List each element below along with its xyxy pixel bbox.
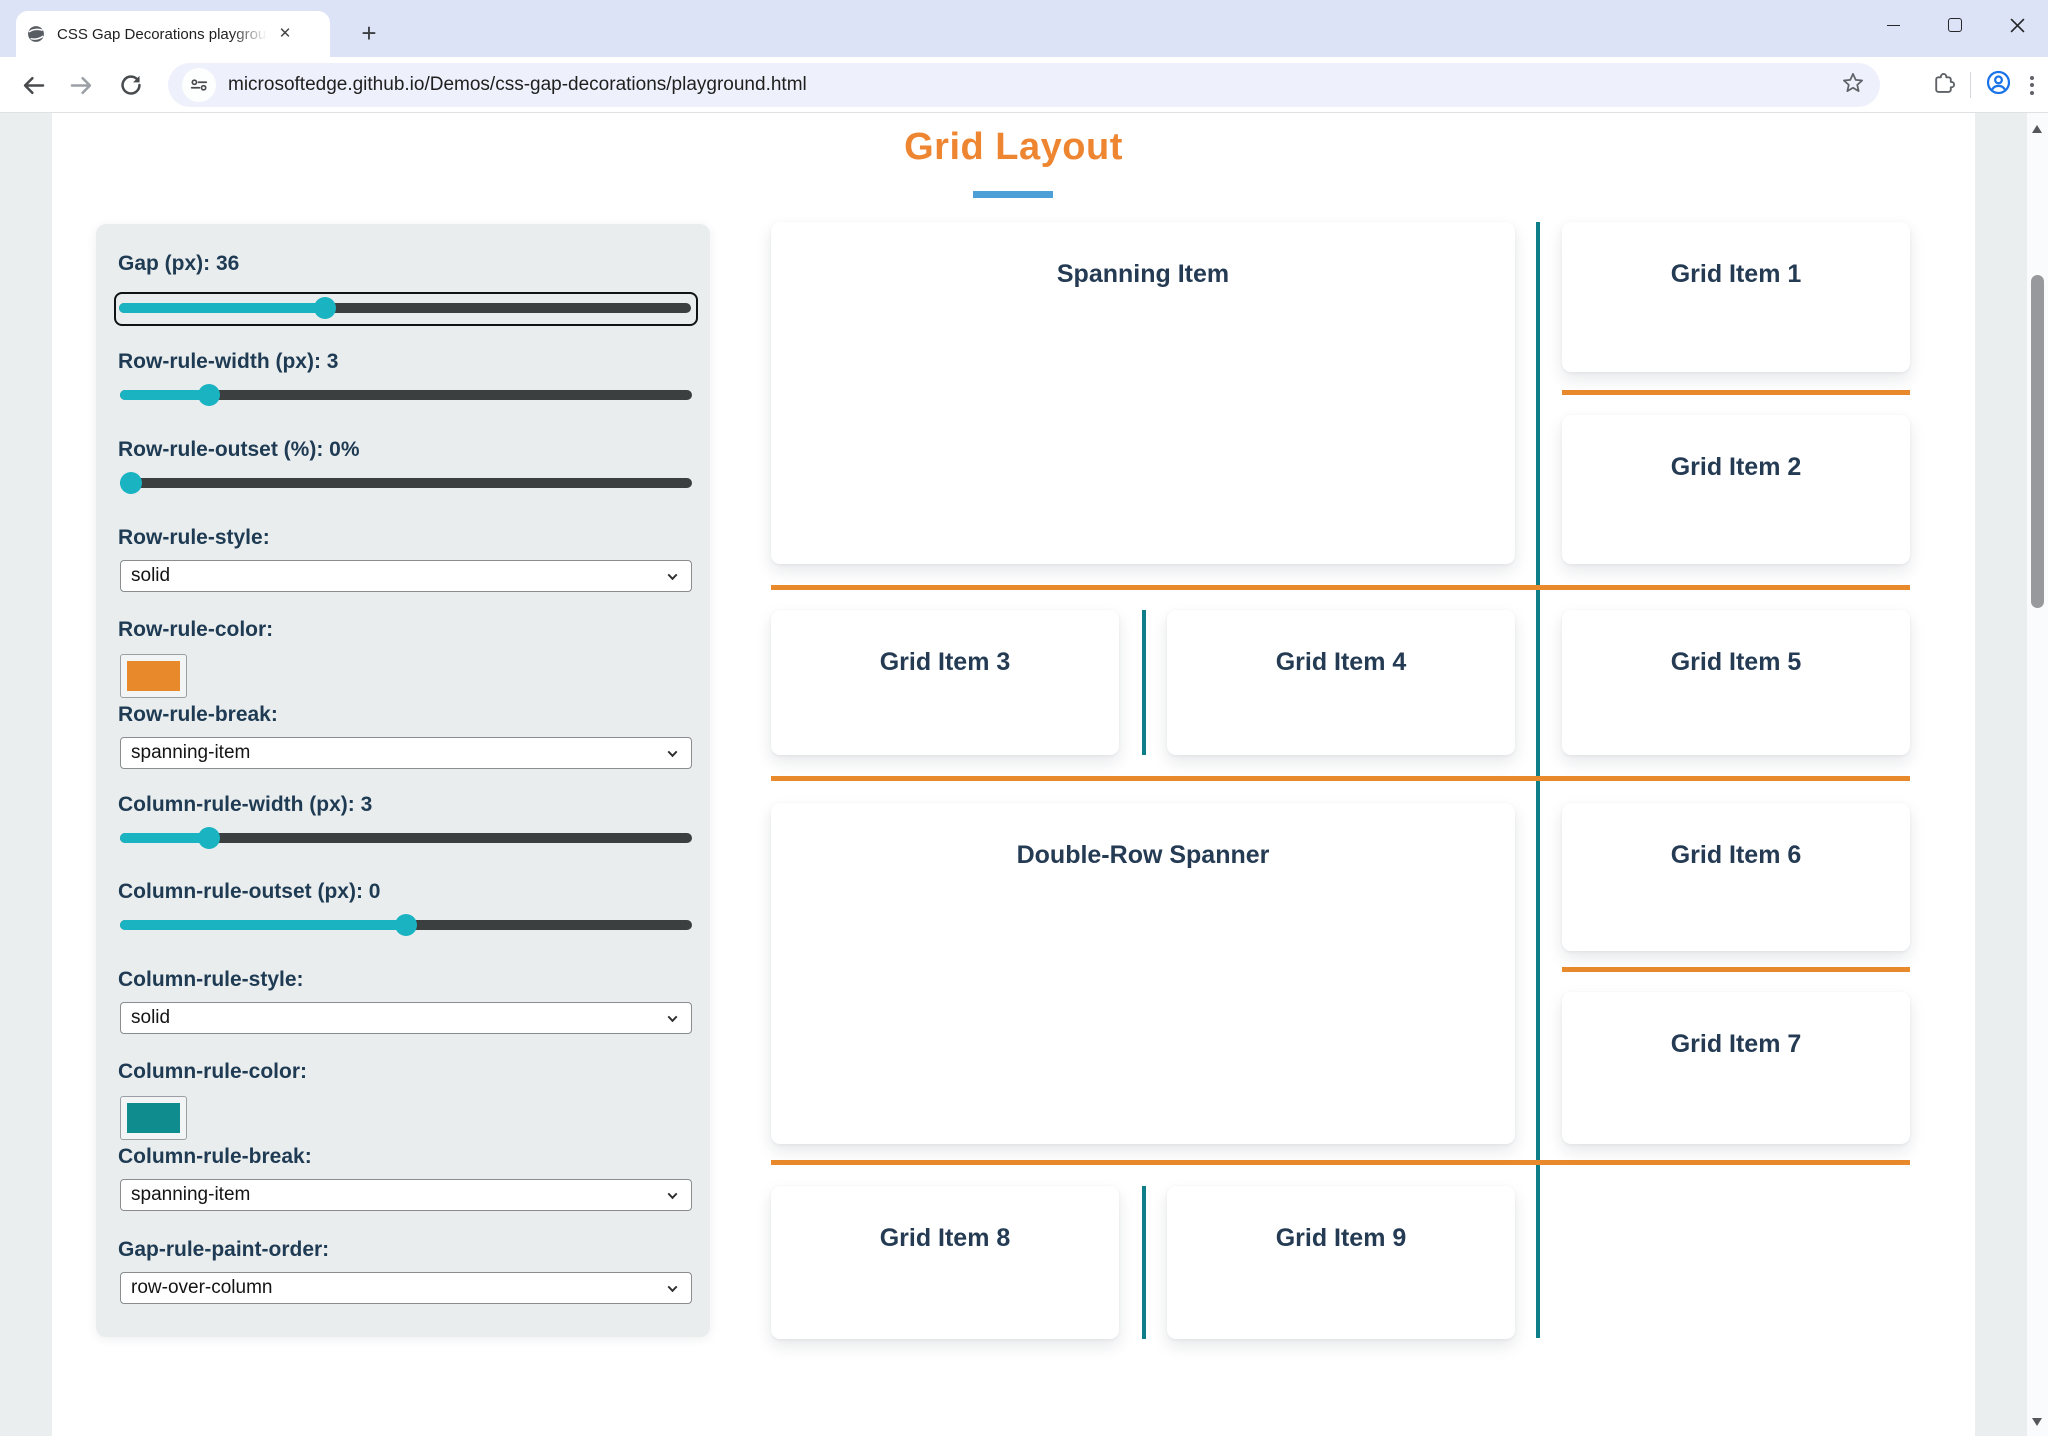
row-rule-break-label: Row-rule-break: [118,703,278,726]
grid-item-5: Grid Item 5 [1562,610,1910,755]
row-rule-decoration [771,776,1910,781]
window-maximize-button[interactable] [1924,0,1986,50]
row-rule-width-slider[interactable] [120,384,692,406]
grid-item-3: Grid Item 3 [771,610,1119,755]
row-rule-decoration [1562,967,1910,972]
toolbar-separator [1970,72,1971,98]
tab-title-fade [231,25,267,43]
chevron-down-icon [667,1192,678,1199]
grid-item-2: Grid Item 2 [1562,415,1910,564]
column-rule-color-label: Column-rule-color: [118,1060,307,1083]
extensions-puzzle-icon [1935,73,1955,93]
page-scrollbar[interactable] [2027,113,2048,1436]
row-rule-break-select[interactable]: spanning-item [120,737,692,769]
back-button[interactable] [14,66,52,104]
column-rule-decoration [1142,1186,1146,1339]
row-rule-outset-slider-thumb[interactable] [120,472,143,494]
gap-rule-paint-order-label: Gap-rule-paint-order: [118,1238,330,1261]
profile-button[interactable] [1985,69,2012,101]
column-rule-break-select[interactable]: spanning-item [120,1179,692,1211]
row-rule-decoration [1562,390,1910,395]
column-rule-color-picker[interactable] [120,1096,187,1140]
browser-menu-button[interactable] [2026,72,2038,99]
row-rule-width-label: Row-rule-width (px): 3 [118,350,339,373]
forward-button[interactable] [62,66,100,104]
grid-item-spanning: Spanning Item [771,222,1515,564]
controls-panel: Gap (px): 36 Row-rule-width (px): 3 Row-… [96,224,710,1337]
column-rule-width-label: Column-rule-width (px): 3 [118,793,373,816]
profile-avatar-icon [1986,70,2011,95]
toolbar-right-icons [1931,66,2038,104]
chevron-down-icon [667,573,678,580]
scrollbar-down-arrow-icon[interactable] [2032,1418,2042,1426]
window-close-button[interactable] [1986,0,2048,50]
grid-item-4: Grid Item 4 [1167,610,1515,755]
new-tab-button[interactable]: + [361,18,377,48]
back-arrow-icon [23,76,44,94]
row-rule-decoration [771,1160,1910,1165]
window-minimize-button[interactable] [1862,0,1924,50]
row-rule-color-picker[interactable] [120,654,187,698]
chevron-down-icon [667,750,678,757]
grid-item-1: Grid Item 1 [1562,222,1910,372]
gap-slider-thumb[interactable] [313,297,336,319]
column-rule-outset-slider[interactable] [120,914,692,936]
gap-slider-label: Gap (px): 36 [118,252,240,275]
chevron-down-icon [667,1285,678,1292]
grid-item-8: Grid Item 8 [771,1186,1119,1339]
chevron-down-icon [667,1015,678,1022]
window-controls [1862,0,2048,50]
gap-slider[interactable] [119,297,691,319]
column-rule-style-label: Column-rule-style: [118,968,304,991]
tune-icon [190,79,208,91]
gap-rule-paint-order-select[interactable]: row-over-column [120,1272,692,1304]
column-rule-break-label: Column-rule-break: [118,1145,312,1168]
tab-title: CSS Gap Decorations playground [57,25,267,43]
grid-item-6: Grid Item 6 [1562,803,1910,951]
scrollbar-up-arrow-icon[interactable] [2032,125,2042,133]
grid-item-9: Grid Item 9 [1167,1186,1515,1339]
row-rule-width-slider-thumb[interactable] [197,384,220,406]
tab-strip: CSS Gap Decorations playground ✕ + [0,0,2048,57]
scrollbar-thumb[interactable] [2031,275,2044,608]
tab-close-icon[interactable]: ✕ [278,25,292,42]
row-rule-outset-slider[interactable] [120,472,692,494]
page-title: Grid Layout [904,126,1123,168]
globe-favicon-icon [28,26,44,42]
column-rule-width-slider[interactable] [120,827,692,849]
reload-icon [121,75,141,95]
browser-tab[interactable]: CSS Gap Decorations playground ✕ [16,11,330,57]
forward-arrow-icon [70,76,91,94]
minimize-icon [1886,24,1900,26]
grid-item-double-row-spanner: Double-Row Spanner [771,803,1515,1144]
row-rule-color-label: Row-rule-color: [118,618,274,641]
title-underline [973,191,1053,198]
star-icon [1843,72,1863,92]
close-icon [2009,17,2025,33]
column-rule-outset-label: Column-rule-outset (px): 0 [118,880,381,903]
url-text: microsoftedge.github.io/Demos/css-gap-de… [228,74,807,95]
bookmark-star-button[interactable] [1840,70,1866,101]
column-rule-decoration [1142,610,1146,755]
row-rule-decoration [771,585,1910,590]
row-rule-outset-label: Row-rule-outset (%): 0% [118,438,360,461]
column-rule-width-slider-thumb[interactable] [197,827,220,849]
column-rule-style-select[interactable]: solid [120,1002,692,1034]
row-rule-style-select[interactable]: solid [120,560,692,592]
reload-button[interactable] [112,66,150,104]
site-info-button[interactable] [182,68,216,102]
column-rule-outset-slider-thumb[interactable] [395,914,417,936]
address-bar[interactable]: microsoftedge.github.io/Demos/css-gap-de… [168,63,1880,107]
gap-slider-focus-ring [114,292,698,326]
extensions-button[interactable] [1931,70,1956,100]
grid-item-7: Grid Item 7 [1562,992,1910,1144]
maximize-icon [1948,18,1962,32]
row-rule-style-label: Row-rule-style: [118,526,270,549]
